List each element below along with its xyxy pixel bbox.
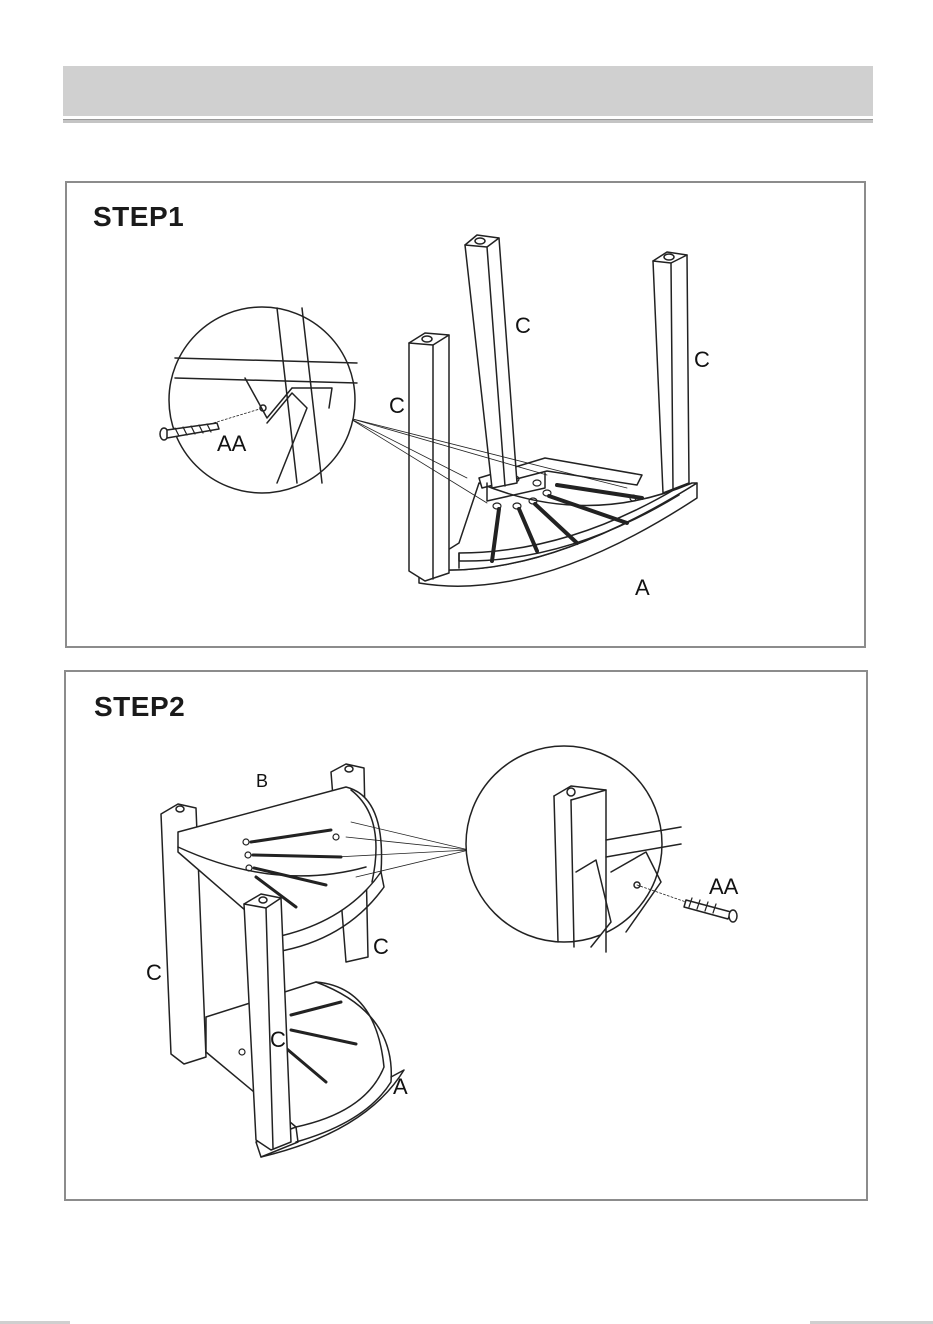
step-2-detail-circle xyxy=(466,746,686,952)
step-1-leg-mid xyxy=(465,235,517,488)
step-1-label-shelf: A xyxy=(635,575,650,600)
step-2-label-leg-left: C xyxy=(146,960,162,985)
step-2-label-shelf: A xyxy=(393,1074,408,1099)
step-2-lower-shelf xyxy=(206,982,404,1157)
header-rule xyxy=(63,119,873,123)
step-1-label-leg-mid: C xyxy=(515,313,531,338)
step-2-label-leg-right: C xyxy=(373,934,389,959)
step-2-label-leg-front: C xyxy=(270,1027,286,1052)
step-1-label-leg-right: C xyxy=(694,347,710,372)
step-2-screw xyxy=(684,898,737,922)
step-1-leg-right xyxy=(653,252,689,493)
step-2-label-top-shelf: B xyxy=(256,771,268,791)
step-2-illustration: B C C C A AA xyxy=(66,672,866,1199)
step-1-shelf xyxy=(419,458,697,586)
step-1-label-screw: AA xyxy=(217,431,247,456)
step-1-leg-left xyxy=(409,333,449,581)
step-1-illustration: C C C A AA xyxy=(67,183,864,646)
step-2-label-screw: AA xyxy=(709,874,739,899)
header-bar xyxy=(63,66,873,116)
step-1-detail-circle xyxy=(169,307,357,493)
step-1-label-leg-left: C xyxy=(389,393,405,418)
step-1-panel: STEP1 xyxy=(65,181,866,648)
step-2-panel: STEP2 xyxy=(64,670,868,1201)
